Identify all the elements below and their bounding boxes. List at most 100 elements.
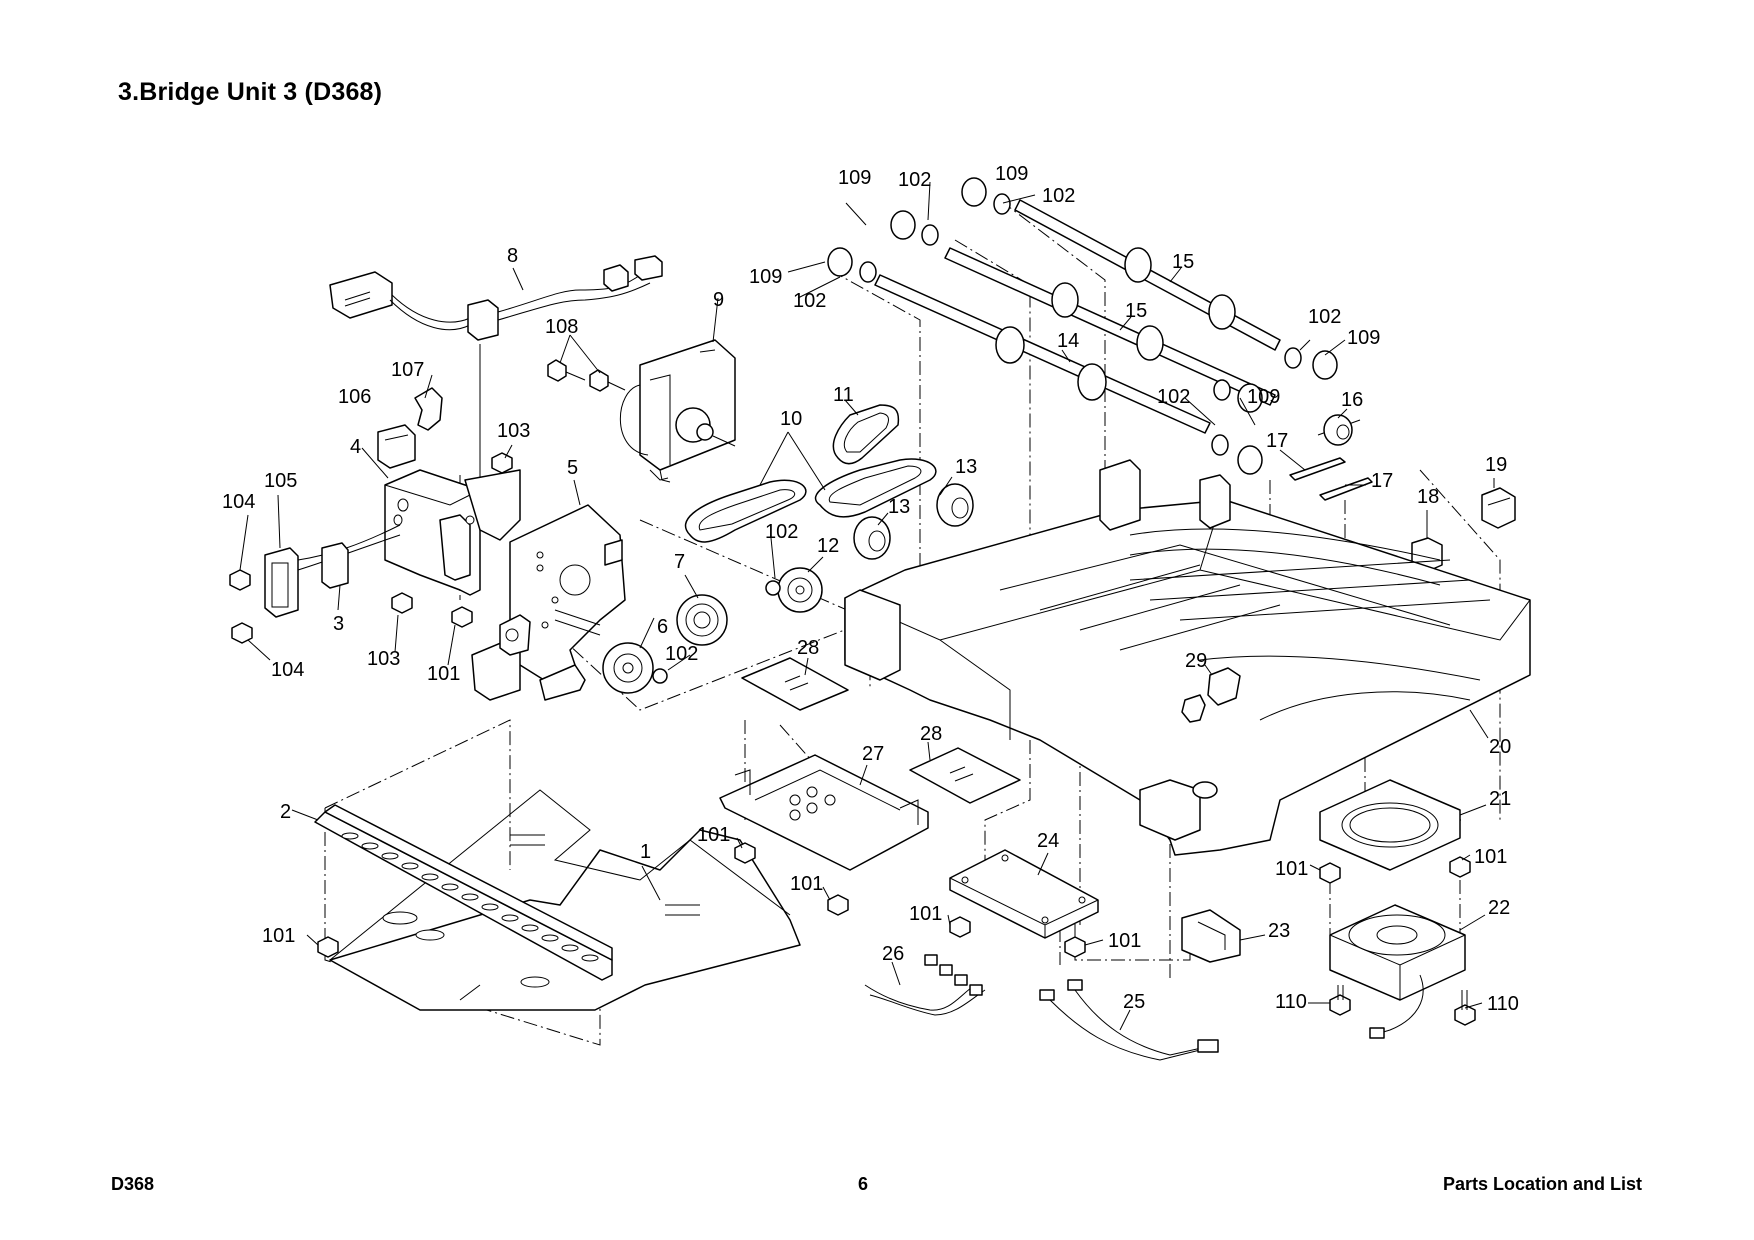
- callout-16: 16: [1341, 389, 1363, 411]
- screw-fasteners: [229, 452, 1471, 958]
- callout-2: 2: [280, 801, 291, 823]
- callout-25: 25: [1123, 991, 1145, 1013]
- callout-1: 1: [640, 841, 651, 863]
- part-belt-11: [832, 404, 900, 465]
- rail-slots: [341, 832, 599, 962]
- callout-103a: 103: [497, 420, 530, 442]
- callout-20: 20: [1489, 736, 1511, 758]
- callout-109a: 109: [838, 167, 871, 189]
- footer-section-title: Parts Location and List: [1442, 1174, 1642, 1194]
- part-clip-107: [414, 387, 443, 431]
- callout-101f: 101: [1108, 930, 1141, 952]
- part-pad-29: [1207, 667, 1241, 706]
- part-fan-22: [1329, 904, 1466, 1039]
- callout-110b: 110: [1487, 993, 1519, 1015]
- part-gear-bracket: [471, 614, 586, 701]
- part-screws-108: [547, 359, 626, 392]
- footer-page-number: 6: [858, 1174, 869, 1194]
- callout-101c: 101: [790, 873, 823, 895]
- callout-19: 19: [1485, 454, 1507, 476]
- page-title: 3.Bridge Unit 3 (D368): [118, 78, 383, 106]
- callout-labels: 1 2 3 4 5 6 7 8 9 10 11 12 13 13 14 15 1…: [222, 163, 1519, 1015]
- callout-110a: 110: [1275, 991, 1307, 1013]
- part-main-frame: [844, 459, 1531, 856]
- part-holder-23: [1181, 909, 1241, 963]
- part-harness-26: [864, 954, 986, 1016]
- callout-23: 23: [1268, 920, 1290, 942]
- callout-26: 26: [882, 943, 904, 965]
- callout-102a: 102: [898, 169, 931, 191]
- part-gear-6: [602, 642, 654, 694]
- callout-108: 108: [545, 316, 578, 338]
- part-guide-rail: [314, 804, 613, 981]
- callout-102d: 102: [1308, 306, 1341, 328]
- part-clip-106: [377, 424, 416, 469]
- part-shaft-14: [874, 274, 1211, 434]
- part-screws-110: [1329, 985, 1476, 1026]
- part-film-17: [1289, 457, 1373, 501]
- part-shaft-15b: [1014, 199, 1281, 351]
- part-harness-top: [329, 255, 663, 480]
- callout-27: 27: [862, 743, 884, 765]
- callout-17a: 17: [1266, 430, 1288, 452]
- callout-104a: 104: [222, 491, 255, 513]
- part-board-24: [949, 849, 1099, 939]
- part-film-28b: [909, 747, 1021, 804]
- part-roller-13b: [853, 516, 891, 560]
- callout-8: 8: [507, 245, 518, 267]
- callout-13b: 13: [888, 496, 910, 518]
- callout-11: 11: [833, 384, 854, 406]
- part-fan-duct-21: [1319, 779, 1461, 871]
- callout-109e: 109: [1247, 386, 1280, 408]
- callout-101b: 101: [697, 824, 730, 846]
- callout-21: 21: [1489, 788, 1511, 810]
- callout-15a: 15: [1172, 251, 1194, 273]
- part-base-plate: [329, 789, 801, 1011]
- part-gear-7: [676, 594, 728, 646]
- callout-28a: 28: [797, 637, 819, 659]
- part-shaft-15a: [944, 247, 1276, 406]
- callout-12: 12: [817, 535, 839, 557]
- callout-29: 29: [1185, 650, 1207, 672]
- callout-109c: 109: [749, 266, 782, 288]
- callout-3: 3: [333, 613, 344, 635]
- part-harness-25: [1039, 979, 1219, 1061]
- callout-105: 105: [264, 470, 297, 492]
- callout-109d: 109: [1347, 327, 1380, 349]
- leader-lines: [239, 181, 1495, 1031]
- footer-model-code: D368: [111, 1174, 155, 1194]
- callout-24: 24: [1037, 830, 1059, 852]
- callout-7: 7: [674, 551, 685, 573]
- part-switch-19: [1481, 487, 1516, 529]
- callout-22: 22: [1488, 897, 1510, 919]
- part-connector-3: [321, 542, 349, 589]
- callout-106: 106: [338, 386, 371, 408]
- callout-102f: 102: [765, 521, 798, 543]
- callout-14: 14: [1057, 330, 1079, 352]
- part-tray-27: [719, 754, 929, 871]
- callout-102b: 102: [1042, 185, 1075, 207]
- callout-13a: 13: [955, 456, 977, 478]
- part-gear-12: [777, 567, 823, 613]
- callout-102e: 102: [1157, 386, 1190, 408]
- part-motor-plate: [509, 504, 626, 691]
- callout-10: 10: [780, 408, 802, 430]
- callout-102c: 102: [793, 290, 826, 312]
- callout-4: 4: [350, 436, 361, 458]
- callout-107: 107: [391, 359, 424, 381]
- part-connector-105: [264, 524, 401, 618]
- callout-6: 6: [657, 616, 668, 638]
- callout-103b: 103: [367, 648, 400, 670]
- callout-18: 18: [1417, 486, 1439, 508]
- callout-5: 5: [567, 457, 578, 479]
- callout-9: 9: [713, 289, 724, 311]
- part-roller-13a: [936, 483, 974, 527]
- callout-109b: 109: [995, 163, 1028, 185]
- callout-101d: 101: [262, 925, 295, 947]
- callout-104b: 104: [271, 659, 304, 681]
- callout-101e: 101: [909, 903, 942, 925]
- callout-101a: 101: [427, 663, 460, 685]
- part-belt-10a: [684, 479, 807, 543]
- part-film-28a: [741, 657, 849, 711]
